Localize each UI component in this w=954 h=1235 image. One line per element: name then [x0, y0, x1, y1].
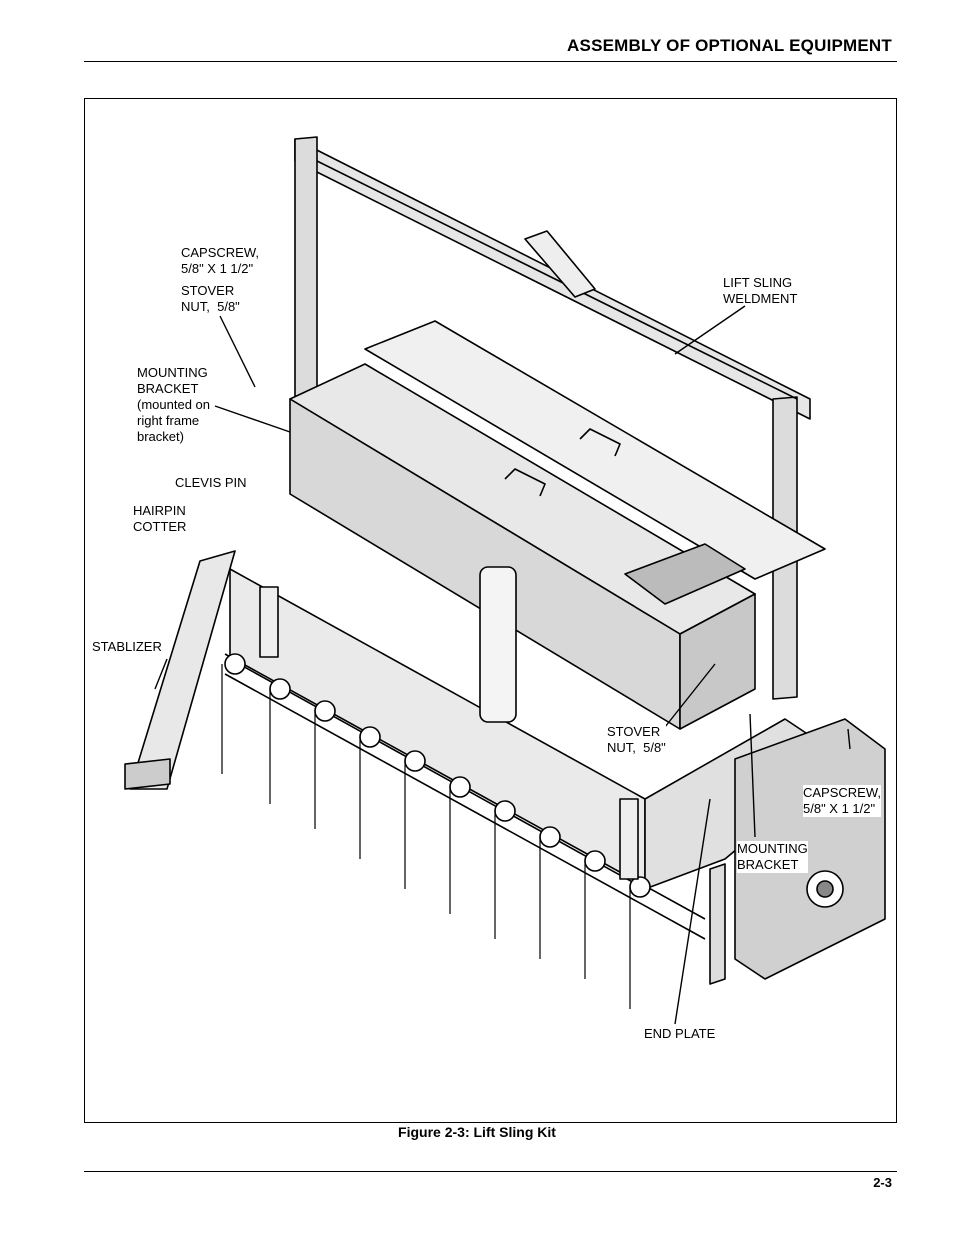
- figure-caption: Figure 2-3: Lift Sling Kit: [398, 1124, 556, 1140]
- callout-stover-nut-center: STOVER NUT, 5/8": [607, 724, 666, 756]
- footer-rule: [84, 1171, 897, 1172]
- callout-mounting-bracket-right: MOUNTING BRACKET: [737, 841, 808, 873]
- callout-stover-nut-left: STOVER NUT, 5/8": [181, 283, 240, 314]
- callout-end-plate: END PLATE: [644, 1026, 716, 1041]
- callout-lift-sling-weldment: LIFT SLING WELDMENT: [723, 275, 798, 306]
- header-rule: [84, 61, 897, 62]
- callout-stablizer: STABLIZER: [92, 639, 162, 654]
- lift-sling-kit-illustration: [124, 136, 886, 1025]
- section-title: ASSEMBLY OF OPTIONAL EQUIPMENT: [567, 36, 892, 55]
- callout-hairpin-cotter: HAIRPIN COTTER: [133, 503, 187, 534]
- callout-mounting-bracket-left: MOUNTING BRACKET (mounted on right frame…: [137, 365, 210, 444]
- callout-capscrew-right: CAPSCREW, 5/8" X 1 1/2": [803, 785, 882, 817]
- figure-frame: CAPSCREW, 5/8" X 1 1/2" STOVER NUT, 5/8"…: [84, 98, 897, 1123]
- callout-capscrew-left: CAPSCREW, 5/8" X 1 1/2": [181, 245, 260, 276]
- callout-clevis-pin: CLEVIS PIN: [175, 475, 247, 490]
- page-number: 2-3: [873, 1175, 892, 1190]
